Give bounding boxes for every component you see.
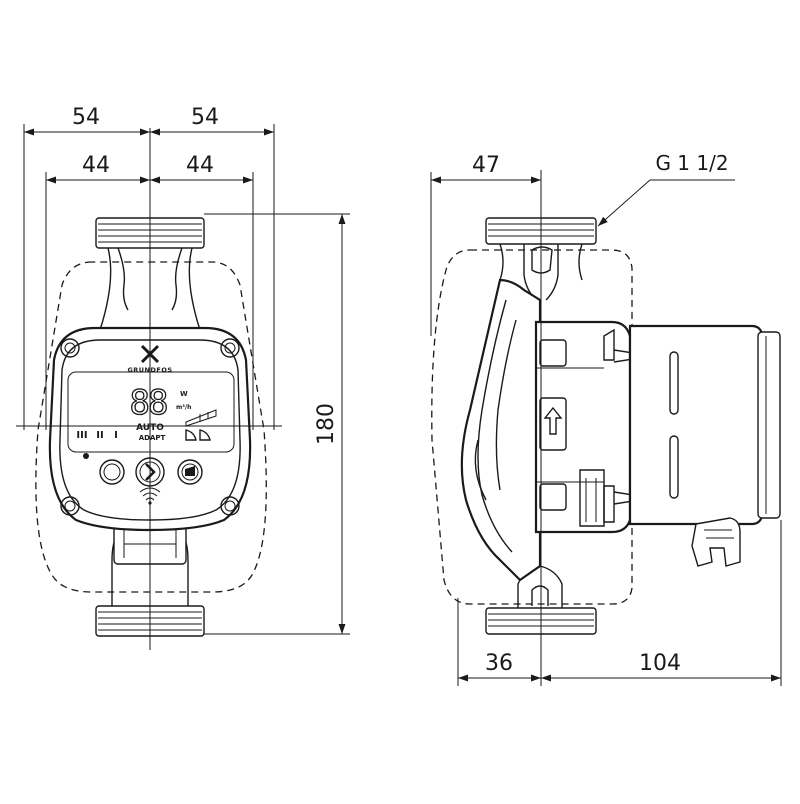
dim-side-bottom-left: 36 [485, 651, 513, 676]
speed-label-2: II [96, 430, 103, 441]
front-dimension-lines [23, 124, 350, 635]
dim-front-outer-right: 54 [191, 105, 219, 130]
front-view: GRUNDFOS 88 W m³/h III II I AUTO ADAPT [16, 128, 282, 650]
side-view [431, 170, 781, 686]
side-pump-body [460, 278, 542, 582]
dim-side-top: 47 [472, 153, 500, 178]
settings-button[interactable] [177, 459, 203, 485]
unit-power: W [180, 390, 188, 398]
side-motor-can [628, 324, 781, 526]
side-dimension-lines [430, 172, 782, 686]
side-cable-plug [691, 517, 741, 567]
pressure-mode-icon [185, 429, 211, 441]
night-mode-button[interactable] [99, 459, 125, 485]
speed-label-3: III [76, 430, 87, 441]
flow-direction-arrow-icon [543, 406, 563, 435]
dim-height: 180 [314, 403, 339, 445]
power-curve-icon [185, 466, 195, 476]
dim-front-outer-left: 54 [72, 105, 100, 130]
speed-label-1: I [114, 430, 118, 441]
unit-flow: m³/h [176, 404, 191, 411]
chevron-right-icon [145, 463, 156, 481]
status-led [83, 453, 89, 459]
dim-front-inner-right: 44 [186, 153, 214, 178]
thread-size-label: G 1 1/2 [655, 151, 728, 175]
side-insulation-outline [431, 249, 633, 605]
mode-adapt: ADAPT [139, 434, 166, 442]
front-insulation-outline [35, 261, 267, 593]
dim-side-bottom-right: 104 [639, 651, 681, 676]
dim-front-inner-left: 44 [82, 153, 110, 178]
display-digits: 88 [130, 383, 167, 423]
side-motor-section [534, 320, 653, 534]
